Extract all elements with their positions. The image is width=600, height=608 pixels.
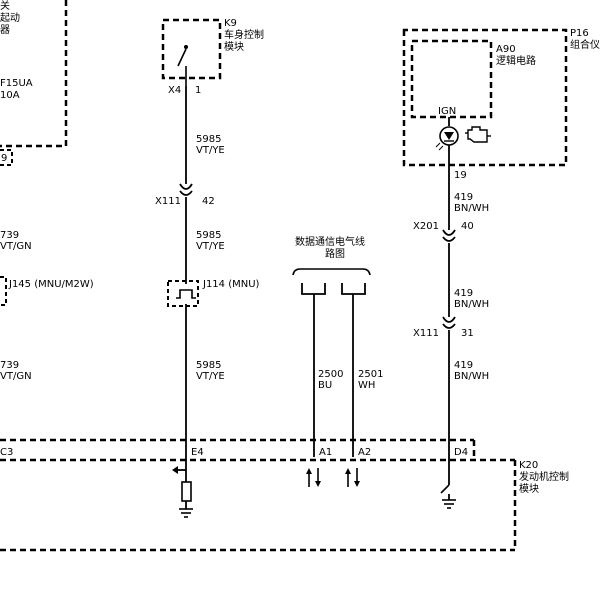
k20-code: K20 — [519, 460, 538, 471]
left-wire-2-circuit: 739 — [0, 360, 19, 371]
p16-code: P16 — [570, 28, 589, 39]
k9-code: K9 — [224, 18, 237, 29]
wire-2501-circuit: 2501 — [358, 369, 383, 380]
x111-pin-42: 42 — [202, 196, 215, 207]
check-engine-lamp-icon — [435, 126, 459, 151]
k9-name-2: 模块 — [224, 41, 244, 53]
p16-name: 组合仪 — [570, 38, 600, 51]
wire-5985-seg3-circuit: 5985 — [196, 360, 221, 371]
p16-module: P16 组合仪 A90 逻辑电路 IGN 19 — [402, 28, 600, 181]
fuse-name: F15UA — [0, 78, 33, 89]
j114-label: J114 (MNU) — [202, 279, 260, 290]
wire-419-seg1-color: BN/WH — [454, 203, 489, 214]
p16-pin: 19 — [454, 170, 467, 181]
left-pin-number: 9 — [1, 153, 7, 164]
ign-label: IGN — [438, 106, 456, 117]
wire-5985-seg3-color: VT/YE — [196, 371, 225, 382]
wire-419-seg3-color: BN/WH — [454, 371, 489, 382]
x111-pin-31: 31 — [461, 328, 474, 339]
wire-2500-color: BU — [318, 380, 332, 391]
engine-icon — [465, 126, 491, 143]
left-wire-2-color: VT/GN — [0, 371, 32, 382]
x111-connector-left: X111 — [155, 196, 181, 207]
data-comm-title-1: 数据通信电气线 — [295, 235, 365, 248]
x201-connector: X201 — [413, 221, 439, 232]
d4-switch-ground — [440, 484, 456, 509]
k9-name-1: 车身控制 — [224, 28, 264, 41]
k20-pin-a1: A1 — [319, 447, 332, 458]
left-wire-1-color: VT/GN — [0, 241, 32, 252]
k20-pin-c3: C3 — [0, 447, 13, 458]
data-comm-title-2: 路图 — [325, 247, 345, 260]
k9-connector: X4 — [168, 85, 181, 96]
wire-419-seg2-color: BN/WH — [454, 299, 489, 310]
wire-5985-seg2-color: VT/YE — [196, 241, 225, 252]
wire-5985-seg1-circuit: 5985 — [196, 134, 221, 145]
k20-name-1: 发动机控制 — [519, 470, 569, 483]
bidirectional-arrow-a1 — [306, 468, 321, 487]
data-communication: 数据通信电气线 路图 2500 BU 2501 WH — [292, 235, 383, 487]
k20-pin-a2: A2 — [358, 447, 371, 458]
wire-5985-seg2-circuit: 5985 — [196, 230, 221, 241]
left-partial-module: 关 起动 器 F15UA 10A 9 — [0, 0, 68, 166]
wire-5985: 5985 VT/YE X111 42 5985 VT/YE 5985 VT/YE — [155, 86, 225, 470]
left-wire-1-circuit: 739 — [0, 230, 19, 241]
x201-pin: 40 — [461, 221, 474, 232]
j145-splice: J145 (MNU/M2W) — [0, 276, 94, 306]
j114-splice: J114 (MNU) — [167, 279, 260, 307]
wire-419: 419 BN/WH X201 40 419 BN/WH X111 31 419 … — [413, 145, 489, 485]
left-module-text-2: 起动 — [0, 12, 20, 24]
k9-pin: 1 — [195, 85, 201, 96]
left-module-text-1: 关 — [0, 0, 10, 12]
left-wire-labels: 739 VT/GN 739 VT/GN — [0, 230, 32, 382]
resistor-icon — [181, 481, 192, 502]
wire-419-seg3-circuit: 419 — [454, 360, 473, 371]
wire-419-seg1-circuit: 419 — [454, 192, 473, 203]
x111-connector-right: X111 — [413, 328, 439, 339]
left-module-text-3: 器 — [0, 24, 10, 36]
a90-name: 逻辑电路 — [496, 54, 536, 67]
e4-input-circuit — [172, 466, 193, 518]
wire-5985-seg1-color: VT/YE — [196, 145, 225, 156]
a90-code: A90 — [496, 44, 516, 55]
k20-name-2: 模块 — [519, 483, 539, 495]
bidirectional-arrow-a2 — [345, 468, 360, 487]
k20-pin-d4: D4 — [454, 447, 468, 458]
k9-module: K9 车身控制 模块 X4 1 — [161, 18, 264, 96]
ground-icon — [442, 499, 456, 509]
fuse-rating: 10A — [0, 90, 20, 101]
k20-module: K20 发动机控制 模块 C3 E4 A1 A2 D4 — [0, 438, 569, 552]
ground-icon — [179, 508, 193, 518]
k20-pin-e4: E4 — [191, 447, 204, 458]
wire-2501-color: WH — [358, 380, 375, 391]
wire-2500-circuit: 2500 — [318, 369, 343, 380]
wire-419-seg2-circuit: 419 — [454, 288, 473, 299]
j145-label: J145 (MNU/M2W) — [8, 279, 94, 290]
